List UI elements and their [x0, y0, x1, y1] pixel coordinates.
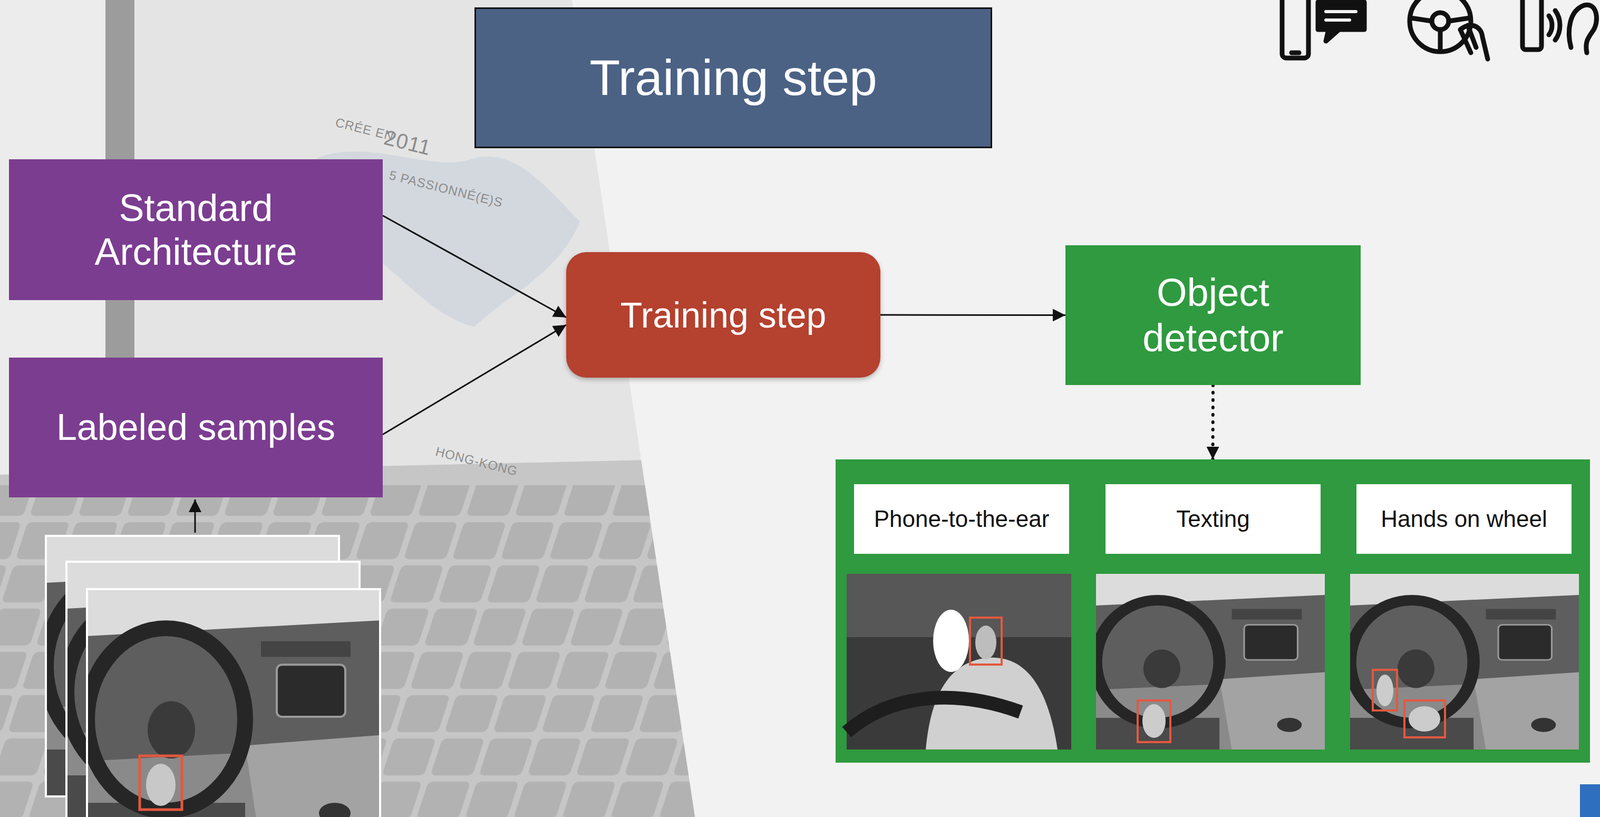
hands-on-wheel-photo	[1404, 700, 1446, 738]
node-label: Texting	[1176, 505, 1250, 533]
title-box: Training step	[474, 7, 993, 149]
flow-arrow	[880, 314, 1066, 317]
sample-stack	[146, 763, 176, 806]
class-label-box: Texting	[1105, 483, 1321, 554]
dotted-arrow	[1211, 384, 1216, 460]
activity-icons	[1291, 50, 1299, 56]
title-text: Training step	[589, 49, 878, 107]
phone-ear-photo	[933, 609, 969, 672]
activity-icons	[1548, 10, 1560, 41]
node-label: Labeled samples	[56, 405, 336, 449]
phone-ear-photo	[975, 625, 997, 659]
node-label: Phone-to-the-ear	[874, 505, 1050, 533]
activity-icons	[1522, 0, 1542, 50]
watermark-text: HONG-KONG	[433, 443, 520, 479]
activity-icons	[1325, 11, 1356, 21]
node-label: Training step	[620, 294, 827, 336]
watermark-text: 2011	[381, 125, 434, 160]
activity-icons	[1317, 2, 1365, 42]
flow-arrow	[382, 324, 567, 435]
class-label-box: Phone-to-the-ear	[854, 483, 1070, 554]
phone-ear-photo	[846, 697, 1021, 732]
activity-icons	[1282, 0, 1597, 60]
phone-ear-photo	[846, 573, 1072, 750]
results-panel: Phone-to-the-ear Texting Hands on wheel	[835, 459, 1590, 763]
corner-tab	[1579, 783, 1600, 817]
sample-stack	[86, 588, 381, 817]
sample-stack	[139, 755, 182, 810]
process-box: Training step	[566, 251, 881, 378]
hands-on-wheel-photo	[1408, 705, 1441, 732]
hands-on-wheel-photo	[1376, 674, 1394, 706]
sample-stack	[86, 588, 381, 817]
hands-on-wheel-photo	[1350, 573, 1579, 750]
node-label: Object detector	[1081, 269, 1345, 360]
input-box: Standard Architecture	[8, 159, 383, 300]
activity-icons	[1282, 0, 1309, 58]
node-label: Hands on wheel	[1380, 505, 1548, 533]
texting-photo	[1096, 573, 1325, 750]
sample-stack	[45, 535, 381, 817]
input-box: Labeled samples	[8, 357, 383, 498]
texting-photo	[1096, 573, 1325, 750]
hands-on-wheel-photo	[1350, 573, 1579, 750]
watermark-text: 5 PASSIONNÉ(E)S	[387, 167, 504, 211]
class-label-box: Hands on wheel	[1356, 483, 1572, 554]
activity-icons	[1460, 25, 1488, 60]
phone-ear-photo	[846, 573, 1072, 750]
activity-icons	[1568, 4, 1597, 53]
texting-photo	[1142, 703, 1166, 738]
hands-on-wheel-photo	[1372, 669, 1398, 711]
activity-icons	[1431, 12, 1449, 30]
texting-photo	[1137, 700, 1171, 742]
flow-arrow	[382, 215, 567, 318]
output-box: Object detector	[1065, 245, 1361, 385]
phone-ear-photo	[970, 617, 1002, 665]
node-label: Standard Architecture	[30, 186, 362, 274]
up-arrow	[194, 499, 197, 533]
